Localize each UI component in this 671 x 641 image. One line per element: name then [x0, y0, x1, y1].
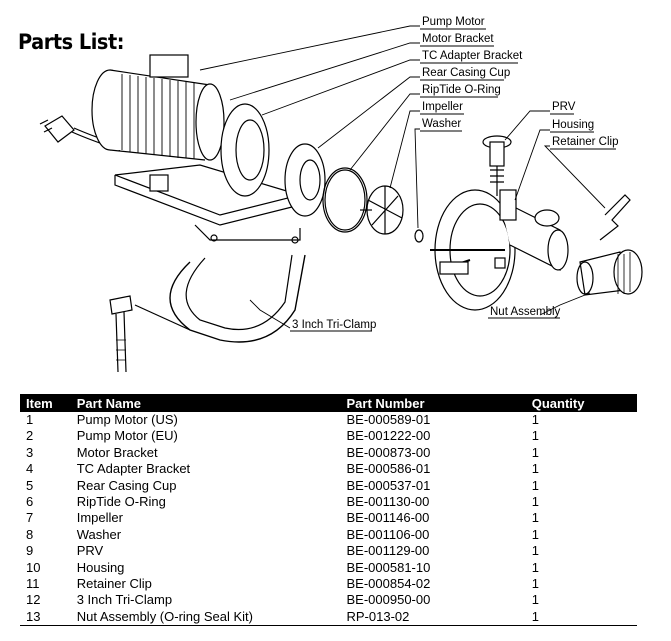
cell-quantity: 1: [531, 559, 539, 575]
cell-part-name: TC Adapter Bracket: [76, 461, 191, 477]
header-part-name: Part Name: [70, 394, 341, 412]
cell-part-number: BE-000537-01: [346, 477, 431, 493]
cell-part-number: BE-001106-00: [346, 526, 430, 542]
cell-item: 7: [26, 510, 34, 526]
cell-item: 5: [26, 477, 34, 493]
table-row: 6 RipTide O-Ring BE-001130-00 1: [20, 494, 637, 510]
cell-quantity: 1: [531, 477, 539, 493]
tc-adapter-bracket-illustration: [220, 103, 270, 197]
cell-part-name: RipTide O-Ring: [76, 494, 166, 510]
cell-item: 2: [26, 428, 34, 444]
callout-impeller: Impeller: [422, 101, 463, 113]
cell-part-number: BE-001146-00: [346, 510, 430, 526]
cell-item: 13: [20, 608, 71, 627]
page-title: Parts List:: [18, 30, 125, 54]
table-row: 4 TC Adapter Bracket BE-000586-01 1: [20, 461, 637, 477]
callout-housing: Housing: [552, 119, 594, 131]
header-quantity: Quantity: [525, 394, 637, 412]
cell-item: 1: [26, 412, 34, 427]
cell-quantity: 1: [525, 608, 637, 627]
callout-tc-adapter-bracket: TC Adapter Bracket: [422, 50, 523, 62]
callout-riptide-oring: RipTide O-Ring: [422, 84, 501, 96]
cell-quantity: 1: [531, 494, 539, 510]
pump-motor-illustration: [91, 54, 225, 161]
cell-quantity: 1: [531, 543, 539, 559]
callout-tri-clamp: 3 Inch Tri-Clamp: [292, 319, 376, 331]
table-row: 1 Pump Motor (US) BE-000589-01 1: [20, 412, 637, 428]
prv-illustration: [482, 135, 512, 196]
cell-part-name: Nut Assembly (O-ring Seal Kit): [70, 608, 341, 627]
callout-rear-casing-cup: Rear Casing Cup: [422, 67, 510, 79]
callout-pump-motor: Pump Motor: [422, 16, 485, 28]
cell-quantity: 1: [531, 444, 539, 460]
table-row: 12 3 Inch Tri-Clamp BE-000950-00 1: [20, 592, 637, 608]
cell-quantity: 1: [531, 576, 539, 592]
table-row: 11 Retainer Clip BE-000854-02 1: [20, 576, 637, 592]
impeller-illustration: [360, 185, 404, 235]
cell-part-name: Housing: [76, 559, 125, 575]
cell-part-number: BE-000589-01: [346, 412, 431, 427]
cell-part-name: 3 Inch Tri-Clamp: [76, 592, 173, 608]
exploded-parts-diagram: Pump Motor Motor Bracket TC Adapter Brac…: [39, 16, 643, 373]
table-row: 5 Rear Casing Cup BE-000537-01 1: [20, 478, 637, 494]
callout-prv: PRV: [552, 101, 576, 113]
callout-nut-assembly: Nut Assembly: [490, 306, 561, 318]
cell-part-number: BE-000586-01: [346, 461, 431, 477]
cell-part-name: PRV: [76, 543, 104, 559]
cell-quantity: 1: [531, 510, 539, 526]
cell-part-number: BE-000950-00: [346, 592, 431, 608]
table-row: 3 Motor Bracket BE-000873-00 1: [20, 445, 637, 461]
cell-part-number: BE-000581-10: [346, 559, 431, 575]
cell-part-name: Pump Motor (EU): [76, 428, 178, 444]
table-row: 9 PRV BE-001129-00 1: [20, 543, 637, 559]
cell-part-name: Pump Motor (US): [76, 412, 178, 427]
cell-part-name: Rear Casing Cup: [76, 477, 177, 493]
header-part-number: Part Number: [340, 394, 526, 412]
table-row: 8 Washer BE-001106-00 1: [20, 527, 637, 543]
cell-part-number: BE-000854-02: [346, 576, 431, 592]
nut-assembly-illustration: [576, 249, 643, 296]
table-row: 2 Pump Motor (EU) BE-001222-00 1: [20, 428, 637, 444]
cell-part-name: Retainer Clip: [76, 576, 152, 592]
header-item: Item: [20, 394, 71, 412]
cell-part-name: Washer: [76, 526, 122, 542]
cell-quantity: 1: [531, 592, 539, 608]
cell-item: 4: [26, 461, 34, 477]
motor-bracket-illustration: [114, 164, 303, 244]
cell-quantity: 1: [531, 526, 539, 542]
housing-illustration: [430, 189, 569, 311]
callout-retainer-clip: Retainer Clip: [552, 136, 618, 148]
cell-part-number: RP-013-02: [340, 608, 526, 627]
cell-item: 11: [26, 576, 40, 592]
cell-part-number: BE-001222-00: [346, 428, 431, 444]
cell-quantity: 1: [531, 428, 539, 444]
cell-quantity: 1: [531, 461, 539, 477]
washer-illustration: [414, 229, 424, 243]
cell-part-number: BE-000873-00: [346, 444, 431, 460]
cell-quantity: 1: [531, 412, 539, 427]
rear-casing-cup-illustration: [284, 143, 326, 217]
cell-part-number: BE-001129-00: [346, 543, 430, 559]
cell-item: 8: [26, 526, 34, 542]
table-row: 7 Impeller BE-001146-00 1: [20, 510, 637, 526]
cell-part-name: Impeller: [76, 510, 123, 526]
tri-clamp-illustration: [109, 254, 306, 373]
cell-item: 9: [26, 543, 34, 559]
table-row: 10 Housing BE-000581-10 1: [20, 560, 637, 576]
cell-item: 10: [26, 559, 41, 575]
oring-illustration: [322, 167, 368, 233]
cell-item: 12: [26, 592, 41, 608]
cell-part-name: Motor Bracket: [76, 444, 158, 460]
cell-item: 6: [26, 494, 34, 510]
callout-washer: Washer: [422, 118, 461, 130]
cell-item: 3: [26, 444, 34, 460]
retainer-clip-illustration: [599, 194, 631, 241]
callout-motor-bracket: Motor Bracket: [422, 33, 494, 45]
cell-part-number: BE-001130-00: [346, 494, 430, 510]
parts-table-header: Item Part Name Part Number Quantity: [20, 394, 637, 412]
